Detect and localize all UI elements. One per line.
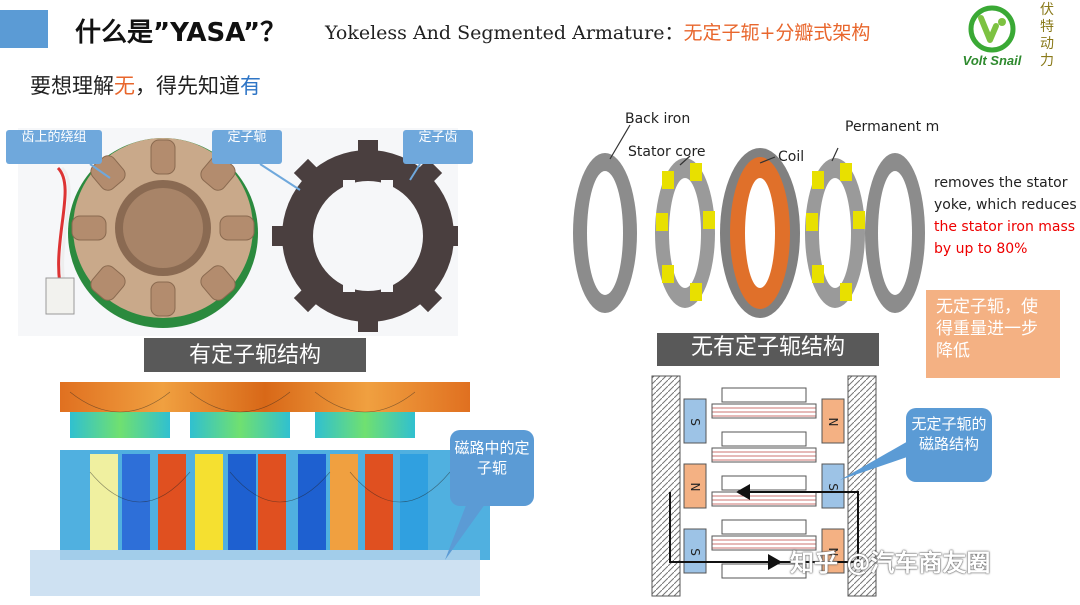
page-title: 什么是”YASA”？: [75, 18, 287, 48]
magnet-label: N: [826, 548, 840, 557]
subtitle-highlight: 无: [683, 22, 703, 44]
label-stator-core: Stator core: [628, 144, 706, 160]
magnet-label: S: [826, 483, 840, 491]
label-coil: Coil: [778, 149, 804, 165]
magnet-label: N: [688, 483, 702, 492]
label-back-iron: Back iron: [625, 111, 690, 127]
subtitle-suffix: 定子轭+分瓣式架构: [702, 22, 871, 44]
schematic-without-yoke: S N S N S N: [650, 374, 878, 599]
magnet-label: N: [826, 418, 840, 427]
label-with-yoke: 有定子轭结构: [144, 338, 366, 374]
label-permanent-magnet: Permanent magnet: [845, 119, 940, 135]
callout-yoke: 定子轭: [212, 130, 282, 164]
bubble-flux-without-yoke: 无定子轭的磁路结构: [906, 408, 992, 482]
english-note-part1: removes the stator yoke, which reduces: [934, 175, 1077, 213]
english-note: removes the stator yoke, which reduces t…: [934, 172, 1079, 260]
bubble-flux-with-yoke: 磁路中的定子轭: [450, 430, 534, 506]
intro-wu: 无: [114, 74, 135, 98]
callout-coil: 齿上的绕组: [6, 130, 102, 164]
intro-you: 有: [240, 74, 261, 98]
watermark: 知乎 @汽车商友圈: [790, 549, 991, 577]
intro-line: 要想理解无，得先知道有: [30, 70, 261, 100]
magnet-label: S: [688, 548, 702, 556]
logo-side-text: 伏特动力: [1040, 2, 1054, 69]
intro-part1: 要想理解: [30, 74, 114, 98]
label-without-yoke: 无有定子轭结构: [657, 330, 879, 366]
magnet-label: S: [688, 418, 702, 426]
volt-snail-logo: Volt Snail: [946, 4, 1038, 70]
callout-tooth: 定子齿: [403, 130, 473, 164]
subtitle-prefix: Yokeless And Segmented Armature：: [325, 22, 684, 44]
weight-reduction-note: 无定子轭，使得重量进一步降低: [926, 290, 1060, 378]
flux-simulation-with-yoke: [30, 372, 500, 600]
yasa-exploded-diagram: Back iron Stator core Coil Permanent mag…: [570, 93, 980, 333]
header-accent-bar: [0, 10, 48, 48]
english-note-highlight: the stator iron mass by up to 80%: [934, 219, 1076, 257]
logo-text: Volt Snail: [963, 53, 1022, 68]
intro-part2: ，得先知道: [135, 74, 240, 98]
page-subtitle: Yokeless And Segmented Armature：无定子轭+分瓣式…: [325, 18, 870, 45]
